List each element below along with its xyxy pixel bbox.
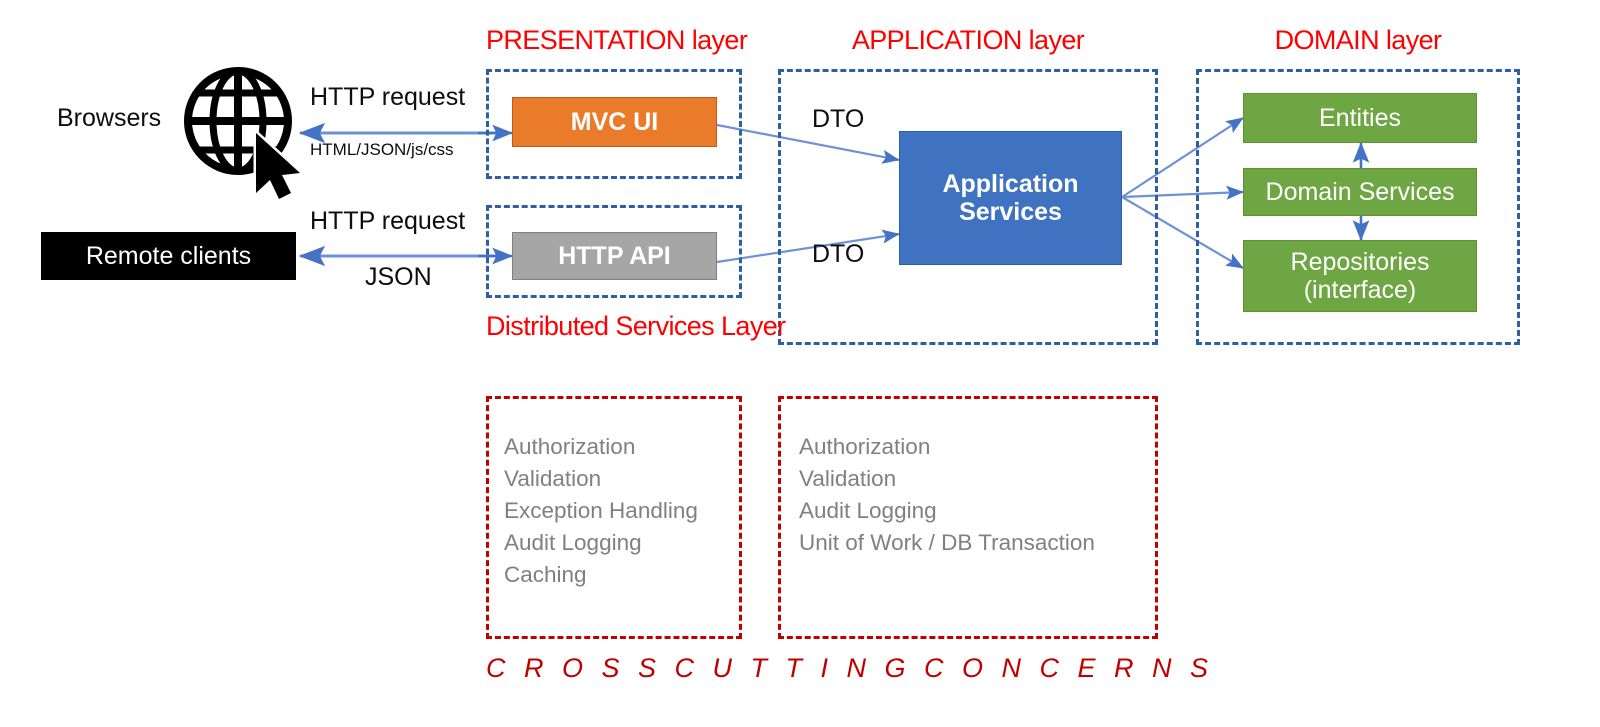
domain-layer-title: DOMAIN layer bbox=[1274, 25, 1442, 55]
node-application-services[interactable]: Application Services bbox=[899, 131, 1122, 265]
node-application-services-line2: Services bbox=[959, 198, 1062, 226]
node-repositories[interactable]: Repositories (interface) bbox=[1243, 240, 1477, 312]
cross-cutting-application-container: Authorization Validation Audit Logging U… bbox=[778, 396, 1158, 639]
list-item: Audit Logging bbox=[504, 529, 642, 555]
list-item: Exception Handling bbox=[504, 497, 698, 523]
edge-label-remote-request: HTTP request bbox=[310, 207, 466, 235]
edge-label-remote-response: JSON bbox=[365, 263, 432, 291]
application-layer-container bbox=[778, 69, 1158, 345]
cross-cutting-application-list: Authorization Validation Audit Logging U… bbox=[799, 431, 1095, 559]
list-item: Authorization bbox=[799, 434, 931, 459]
application-layer-title: APPLICATION layer bbox=[851, 25, 1085, 55]
globe-cursor-icon bbox=[184, 67, 303, 202]
presentation-layer-title: PRESENTATION layer bbox=[486, 25, 748, 55]
node-repositories-line2: (interface) bbox=[1303, 276, 1417, 304]
list-item: Unit of Work / DB Transaction bbox=[799, 529, 1095, 555]
edge-label-dto-top: DTO bbox=[812, 105, 865, 133]
node-http-api[interactable]: HTTP API bbox=[512, 232, 717, 280]
domain-layer-container bbox=[1196, 69, 1520, 345]
node-domain-services[interactable]: Domain Services bbox=[1243, 168, 1477, 216]
cross-cutting-presentation-container: Authorization Validation Exception Handl… bbox=[486, 396, 742, 639]
list-item: Validation bbox=[504, 465, 602, 491]
edge-label-browser-response: HTML/JSON/js/css bbox=[310, 140, 454, 159]
list-item: Caching bbox=[504, 561, 587, 587]
list-item: Authorization bbox=[504, 434, 636, 459]
edge-label-dto-bottom: DTO bbox=[812, 240, 865, 268]
cross-cutting-presentation-list: Authorization Validation Exception Handl… bbox=[504, 431, 698, 591]
browsers-label: Browsers bbox=[57, 104, 162, 132]
node-mvc-ui[interactable]: MVC UI bbox=[512, 97, 717, 147]
list-item: Validation bbox=[799, 465, 897, 491]
node-repositories-line1: Repositories bbox=[1290, 248, 1430, 276]
list-item: Audit Logging bbox=[799, 497, 937, 523]
node-entities[interactable]: Entities bbox=[1243, 93, 1477, 143]
node-application-services-line1: Application bbox=[942, 170, 1079, 198]
presentation-layer-api-container bbox=[486, 205, 742, 298]
node-remote-clients: Remote clients bbox=[41, 232, 296, 280]
presentation-layer-mvc-container bbox=[486, 69, 742, 179]
cross-cutting-concerns-footer: C R O S S C U T T I N G C O N C E R N S bbox=[486, 653, 1214, 683]
distributed-services-layer-title: Distributed Services Layer bbox=[486, 311, 786, 341]
edge-label-browser-request: HTTP request bbox=[310, 83, 466, 111]
